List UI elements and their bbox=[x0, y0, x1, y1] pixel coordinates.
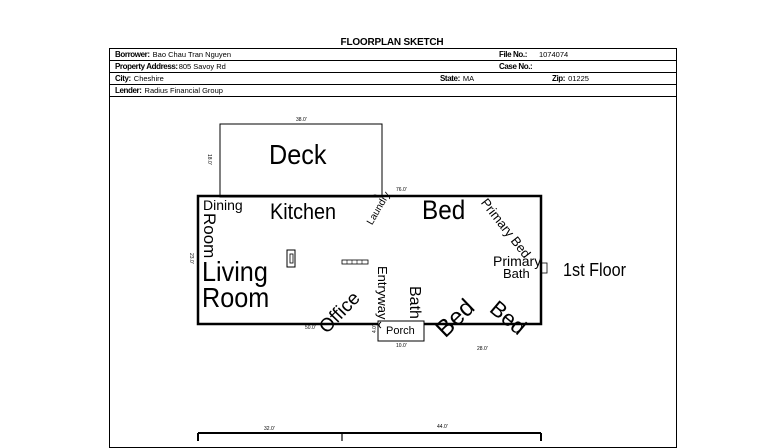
room-dining: Dining bbox=[203, 197, 243, 213]
header-divider bbox=[110, 84, 676, 85]
borrower-value: Bao Chau Tran Nguyen bbox=[152, 50, 232, 59]
file-no-value: 1074074 bbox=[538, 50, 569, 59]
room-living-room: Room bbox=[202, 282, 270, 313]
lender-field: Lender:Radius Financial Group bbox=[115, 86, 223, 96]
zip-label: Zip: bbox=[552, 74, 566, 83]
file-no-label: File No.: bbox=[499, 50, 527, 59]
file-no-field: File No.: 1074074 bbox=[499, 50, 568, 60]
dimension-porch-bottom: 10.0' bbox=[396, 343, 407, 349]
dimension-left-side: 23.0' bbox=[188, 253, 194, 264]
borrower-label: Borrower: bbox=[115, 50, 150, 59]
borrower-field: Borrower:Bao Chau Tran Nguyen bbox=[115, 50, 231, 60]
case-no-field: Case No.: bbox=[499, 62, 535, 72]
window-symbol bbox=[540, 262, 548, 274]
dimension-lower-right: 44.0' bbox=[437, 424, 448, 430]
zip-value: 01225 bbox=[568, 74, 589, 83]
header-divider bbox=[110, 72, 676, 73]
zip-field: Zip:01225 bbox=[552, 74, 589, 84]
case-no-label: Case No.: bbox=[499, 62, 533, 71]
room-deck: Deck bbox=[269, 139, 327, 170]
state-label: State: bbox=[440, 74, 460, 83]
porch-outline bbox=[377, 320, 425, 342]
fireplace-symbol bbox=[286, 249, 296, 268]
floor-label: 1st Floor bbox=[563, 260, 627, 280]
room-porch: Porch bbox=[386, 325, 415, 337]
dimension-porch-side: 4.0' bbox=[372, 325, 378, 333]
dimension-top-right: 76.0' bbox=[396, 187, 407, 193]
state-value: MA bbox=[462, 74, 475, 83]
stairs-symbol bbox=[341, 259, 369, 265]
door-symbol bbox=[371, 194, 379, 198]
room-living: Living bbox=[202, 256, 268, 287]
state-field: State:MA bbox=[440, 74, 474, 84]
dimension-deck-top: 38.0' bbox=[296, 117, 307, 123]
room-primary-bath: Bath bbox=[503, 266, 530, 281]
dimension-lower-left: 32.0' bbox=[264, 426, 275, 432]
room-kitchen: Kitchen bbox=[270, 199, 337, 224]
address-field: Property Address:805 Savoy Rd bbox=[115, 62, 226, 72]
door-symbol bbox=[378, 321, 382, 329]
room-primary: Primary bbox=[493, 253, 542, 269]
room-bath: Bath bbox=[406, 286, 423, 319]
city-value: Cheshire bbox=[133, 74, 164, 83]
fireplace-inner bbox=[289, 253, 294, 264]
dimension-deck-side: 18.0' bbox=[206, 154, 212, 165]
address-value: 805 Savoy Rd bbox=[178, 62, 226, 71]
lender-value: Radius Financial Group bbox=[144, 86, 223, 95]
room-dining-room: Room bbox=[200, 213, 219, 259]
header-divider bbox=[110, 96, 676, 97]
city-field: City:Cheshire bbox=[115, 74, 164, 84]
dimension-bottom-left: 50.0' bbox=[305, 325, 316, 331]
header-divider bbox=[110, 60, 676, 61]
lender-label: Lender: bbox=[115, 86, 142, 95]
house-outline bbox=[196, 194, 543, 326]
city-label: City: bbox=[115, 74, 131, 83]
dimension-bottom-right: 28.0' bbox=[477, 346, 488, 352]
room-entryway: Entryway bbox=[375, 266, 390, 320]
room-bed-1: Bed bbox=[422, 195, 466, 225]
address-label: Property Address: bbox=[115, 62, 178, 71]
page-title: FLOORPLAN SKETCH bbox=[340, 37, 444, 48]
